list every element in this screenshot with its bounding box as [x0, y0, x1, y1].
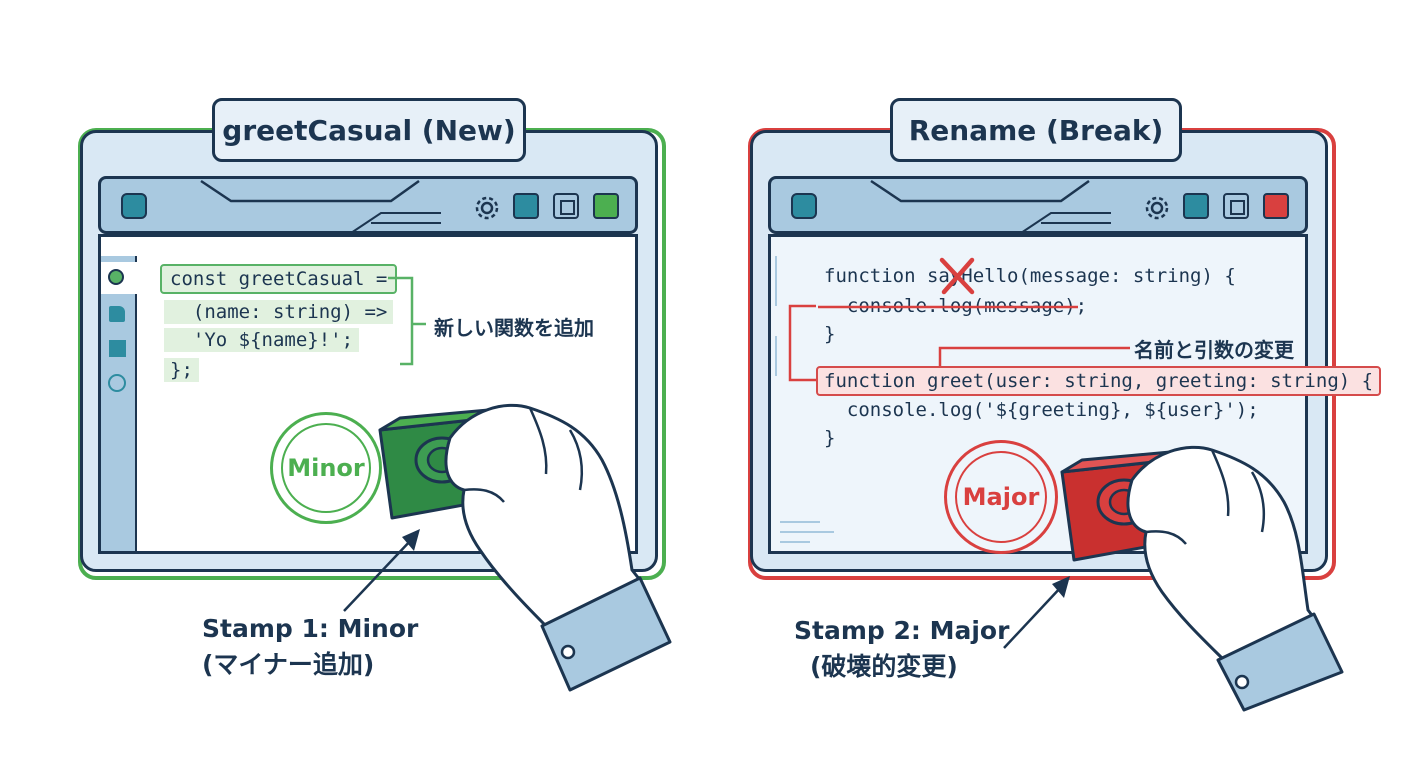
left-title: greetCasual (New): [222, 113, 516, 147]
left-toolbar-decoration: [200, 179, 441, 234]
close-icon[interactable]: [1263, 193, 1289, 219]
right-toolbar: [768, 176, 1308, 234]
right-code-line-3: }: [824, 323, 836, 345]
right-code-line-1: function sayHello(message: string) {: [824, 265, 1236, 287]
gear-icon[interactable]: [1143, 194, 1171, 222]
removed-cross-icon: [939, 257, 975, 295]
right-connector: [788, 304, 1130, 382]
circle-icon[interactable]: [108, 269, 124, 285]
app-icon[interactable]: [121, 193, 147, 219]
left-annotation: 新しい関数を追加: [434, 316, 594, 340]
right-title: Rename (Break): [908, 113, 1164, 147]
left-caption-line-1: Stamp 1: Minor: [202, 614, 419, 643]
left-title-tab: greetCasual (New): [212, 98, 526, 162]
minimize-icon[interactable]: [513, 193, 539, 219]
left-arrow: [343, 529, 420, 612]
right-caption-line-1: Stamp 2: Major: [794, 616, 1010, 645]
app-icon[interactable]: [791, 193, 817, 219]
left-caption-line-2: (マイナー追加): [202, 650, 375, 679]
minimize-icon[interactable]: [1183, 193, 1209, 219]
left-code-line-2: (name: string) =>: [164, 300, 394, 324]
maximize-icon[interactable]: [1223, 193, 1249, 219]
left-code-line-3: 'Yo ${name}!';: [164, 328, 360, 352]
ring-icon[interactable]: [108, 374, 126, 392]
left-sidebar: [101, 256, 137, 551]
maximize-icon[interactable]: [553, 193, 579, 219]
right-code-line-5: console.log('${greeting}, ${user}');: [824, 399, 1259, 421]
right-caption-line-2: (破壊的変更): [810, 652, 958, 681]
major-seal: Major: [944, 440, 1058, 554]
right-toolbar-decoration: [870, 179, 1111, 234]
left-toolbar: [98, 176, 638, 234]
left-bracket: [388, 276, 426, 366]
right-title-tab: Rename (Break): [890, 98, 1182, 162]
square-icon[interactable]: [109, 340, 126, 357]
right-arrow: [1003, 576, 1070, 649]
gear-icon[interactable]: [473, 194, 501, 222]
minor-stamp-hand: [378, 403, 672, 692]
major-seal-label: Major: [962, 483, 1040, 511]
right-content-decoration: [775, 256, 834, 543]
minor-seal: Minor: [270, 412, 382, 524]
major-stamp-hand: [1060, 445, 1344, 712]
right-code-line-4: function greet(user: string, greeting: s…: [816, 366, 1382, 396]
left-code-line-4: };: [164, 358, 199, 382]
strike-line: [818, 305, 1078, 309]
right-annotation: 名前と引数の変更: [1134, 338, 1294, 362]
right-code-line-6: }: [824, 427, 836, 449]
close-icon[interactable]: [593, 193, 619, 219]
left-panel: greetCasual (New) const greetCasual = (n…: [78, 98, 672, 692]
file-icon[interactable]: [109, 306, 125, 322]
left-code-line-1: const greetCasual =: [160, 264, 398, 294]
minor-seal-label: Minor: [287, 454, 365, 482]
